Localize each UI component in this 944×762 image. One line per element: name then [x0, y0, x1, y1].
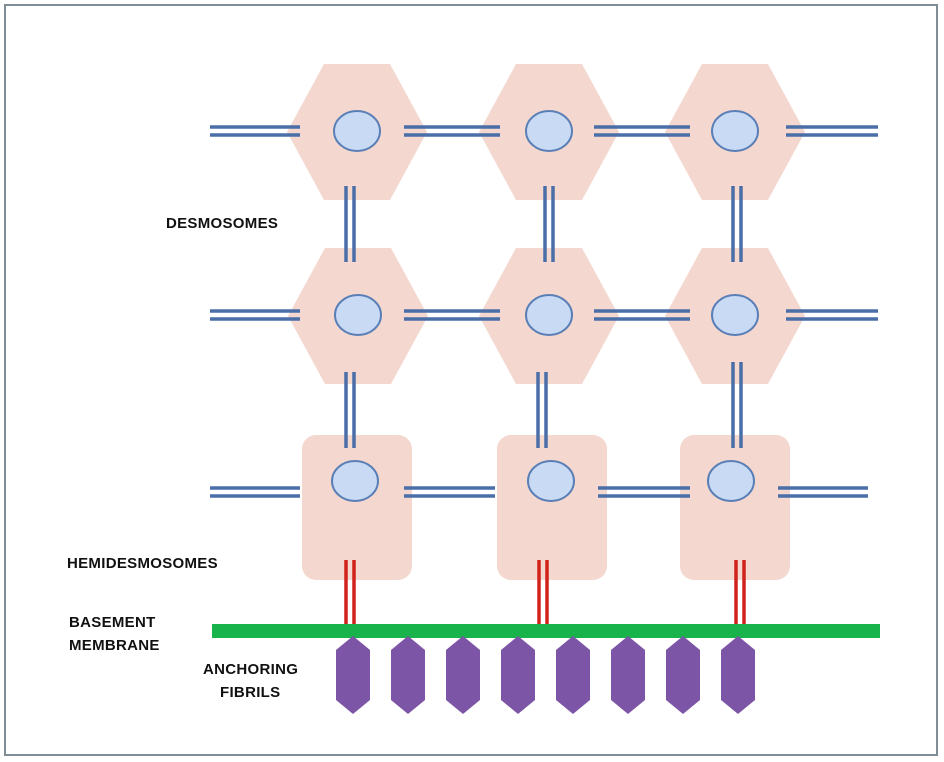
desmosome-h-r2-s2 [404, 309, 500, 321]
desmosome-v-4 [344, 372, 356, 448]
basement-membrane-bar [212, 624, 880, 638]
anchoring-fibril-3 [446, 636, 480, 714]
labels-layer: DESMOSOMES HEMIDESMOSOMES BASEMENT MEMBR… [67, 215, 298, 701]
nuclei-layer [331, 110, 759, 502]
hemidesmosome-3 [734, 560, 746, 628]
desmosome-h-r3-s2 [404, 486, 495, 498]
desmosome-h-r2-s3 [594, 309, 690, 321]
desmosome-v-2 [543, 186, 555, 262]
nucleus-5 [525, 294, 573, 336]
membrane-layer [212, 624, 880, 638]
anchoring-fibrils-label-line1: ANCHORING [203, 661, 298, 678]
basement-membrane-label-line1: BASEMENT [69, 614, 156, 631]
nucleus-6 [711, 294, 759, 336]
nucleus-9 [707, 460, 755, 502]
desmosome-h-r3-s3 [598, 486, 690, 498]
basement-membrane-label-line2: MEMBRANE [69, 637, 160, 654]
desmosome-h-r2-s1 [210, 309, 300, 321]
desmosome-h-r3-s4 [778, 486, 868, 498]
anchoring-fibril-4 [501, 636, 535, 714]
desmosome-h-r1-s4 [786, 125, 878, 137]
hemidesmosome-1 [344, 560, 356, 628]
junctions-layer [210, 125, 878, 628]
desmosome-v-5 [536, 372, 548, 448]
anchoring-fibrils-label-line2: FIBRILS [220, 684, 280, 701]
hemidesmosome-2 [537, 560, 549, 628]
nucleus-7 [331, 460, 379, 502]
fibrils-layer [336, 636, 755, 714]
nucleus-3 [711, 110, 759, 152]
desmosome-v-3 [731, 186, 743, 262]
anchoring-fibril-6 [611, 636, 645, 714]
nucleus-4 [334, 294, 382, 336]
basal-cell-c3 [680, 435, 790, 580]
desmosomes-label: DESMOSOMES [166, 215, 278, 232]
desmosome-h-r1-s1 [210, 125, 300, 137]
anchoring-fibril-1 [336, 636, 370, 714]
desmosome-h-r1-s3 [594, 125, 690, 137]
nucleus-8 [527, 460, 575, 502]
desmosome-h-r1-s2 [404, 125, 500, 137]
basal-cell-c2 [497, 435, 607, 580]
desmosome-v-6 [731, 362, 743, 448]
nucleus-1 [333, 110, 381, 152]
anchoring-fibril-7 [666, 636, 700, 714]
desmosome-v-1 [344, 186, 356, 262]
hemidesmosomes-label: HEMIDESMOSOMES [67, 555, 218, 572]
anchoring-fibril-2 [391, 636, 425, 714]
anchoring-fibril-5 [556, 636, 590, 714]
basal-cell-c1 [302, 435, 412, 580]
nucleus-2 [525, 110, 573, 152]
desmosome-h-r2-s4 [786, 309, 878, 321]
desmosome-h-r3-s1 [210, 486, 300, 498]
anchoring-fibril-8 [721, 636, 755, 714]
